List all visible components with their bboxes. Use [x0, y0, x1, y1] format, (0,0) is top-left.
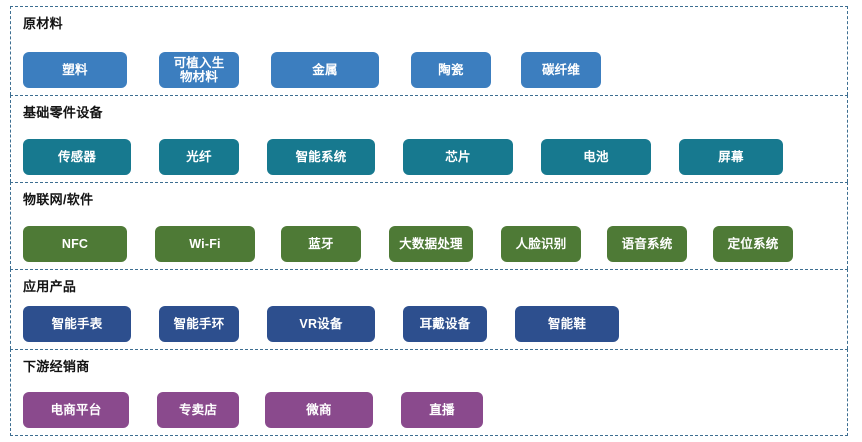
band-raw-materials: 原材料塑料可植入生 物材料金属陶瓷碳纤维	[10, 6, 848, 95]
band-node-row-raw-materials: 塑料可植入生 物材料金属陶瓷碳纤维	[23, 52, 839, 88]
band-label-application-products: 应用产品	[23, 279, 77, 294]
band-node-row-application-products: 智能手表智能手环 VR设备耳戴设备智能鞋	[23, 306, 839, 342]
industry-chain-diagram: 原材料塑料可植入生 物材料金属陶瓷碳纤维基础零件设备传感器光纤智能系统芯片电池屏…	[10, 6, 848, 436]
node-application-products-1[interactable]: 智能手环	[159, 306, 239, 342]
band-basic-parts-equipment: 基础零件设备传感器光纤智能系统芯片电池屏幕	[10, 95, 848, 182]
band-node-row-downstream-distributors: 电商平台专卖店微商直播	[23, 392, 839, 428]
node-iot-software-4[interactable]: 人脸识别	[501, 226, 581, 262]
node-downstream-distributors-2[interactable]: 微商	[265, 392, 373, 428]
node-basic-parts-equipment-4[interactable]: 电池	[541, 139, 651, 175]
node-downstream-distributors-1[interactable]: 专卖店	[157, 392, 239, 428]
node-basic-parts-equipment-1[interactable]: 光纤	[159, 139, 239, 175]
node-iot-software-3[interactable]: 大数据处理	[389, 226, 473, 262]
band-iot-software: 物联网/软件 NFC Wi-Fi 蓝牙大数据处理人脸识别语音系统定位系统	[10, 182, 848, 269]
node-basic-parts-equipment-3[interactable]: 芯片	[403, 139, 513, 175]
band-label-basic-parts-equipment: 基础零件设备	[23, 105, 103, 120]
node-downstream-distributors-3[interactable]: 直播	[401, 392, 483, 428]
band-downstream-distributors: 下游经销商电商平台专卖店微商直播	[10, 349, 848, 436]
node-iot-software-6[interactable]: 定位系统	[713, 226, 793, 262]
node-basic-parts-equipment-2[interactable]: 智能系统	[267, 139, 375, 175]
node-raw-materials-2[interactable]: 金属	[271, 52, 379, 88]
node-raw-materials-1[interactable]: 可植入生 物材料	[159, 52, 239, 88]
band-application-products: 应用产品智能手表智能手环 VR设备耳戴设备智能鞋	[10, 269, 848, 349]
node-application-products-3[interactable]: 耳戴设备	[403, 306, 487, 342]
node-application-products-0[interactable]: 智能手表	[23, 306, 131, 342]
band-node-row-iot-software: NFC Wi-Fi 蓝牙大数据处理人脸识别语音系统定位系统	[23, 226, 839, 262]
band-label-raw-materials: 原材料	[23, 16, 63, 31]
node-basic-parts-equipment-5[interactable]: 屏幕	[679, 139, 783, 175]
node-iot-software-5[interactable]: 语音系统	[607, 226, 687, 262]
band-label-downstream-distributors: 下游经销商	[23, 359, 90, 374]
node-iot-software-1[interactable]: Wi-Fi	[155, 226, 255, 262]
node-iot-software-2[interactable]: 蓝牙	[281, 226, 361, 262]
node-downstream-distributors-0[interactable]: 电商平台	[23, 392, 129, 428]
node-application-products-4[interactable]: 智能鞋	[515, 306, 619, 342]
band-node-row-basic-parts-equipment: 传感器光纤智能系统芯片电池屏幕	[23, 139, 839, 175]
node-basic-parts-equipment-0[interactable]: 传感器	[23, 139, 131, 175]
node-raw-materials-3[interactable]: 陶瓷	[411, 52, 491, 88]
node-raw-materials-4[interactable]: 碳纤维	[521, 52, 601, 88]
band-label-iot-software: 物联网/软件	[23, 192, 94, 207]
node-application-products-2[interactable]: VR设备	[267, 306, 375, 342]
node-iot-software-0[interactable]: NFC	[23, 226, 127, 262]
node-raw-materials-0[interactable]: 塑料	[23, 52, 127, 88]
